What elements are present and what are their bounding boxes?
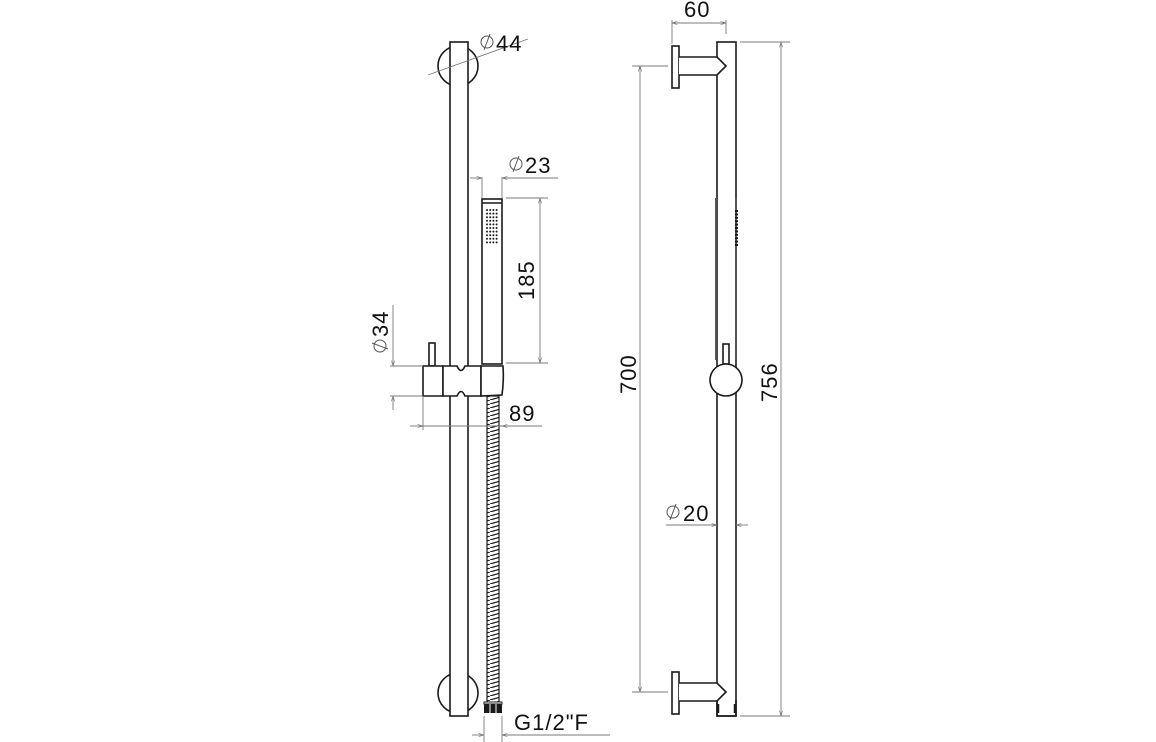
svg-text:23: 23 [525,153,551,178]
dim-diameter-23: 23 [509,153,551,178]
svg-text:20: 20 [683,501,709,526]
top-wall-bracket [671,45,728,89]
dim-depth-89: 89 [509,401,535,426]
dim-length-185: 185 [514,260,539,300]
dim-projection-60: 60 [684,0,710,22]
spray-nozzles [486,209,498,244]
svg-text:44: 44 [496,31,522,56]
bottom-wall-bracket [671,671,728,715]
dim-height-756: 756 [757,362,782,402]
dim-thread-g12f: G1/2"F [514,710,589,735]
hand-shower [481,198,503,365]
dim-diameter-34: 34 [368,311,393,353]
dim-diameter-20: 20 [666,501,709,526]
dim-centers-700: 700 [616,354,641,394]
hose-nut [483,701,503,713]
side-view: 60 700 756 20 [616,0,790,717]
side-holder-knob [709,343,743,397]
dim-diameter-44: 44 [480,31,522,56]
svg-text:34: 34 [368,311,393,337]
shower-hose [486,395,500,705]
shower-holder [422,342,505,397]
side-hand-shower [715,198,738,360]
front-view: 44 23 185 [368,31,610,742]
